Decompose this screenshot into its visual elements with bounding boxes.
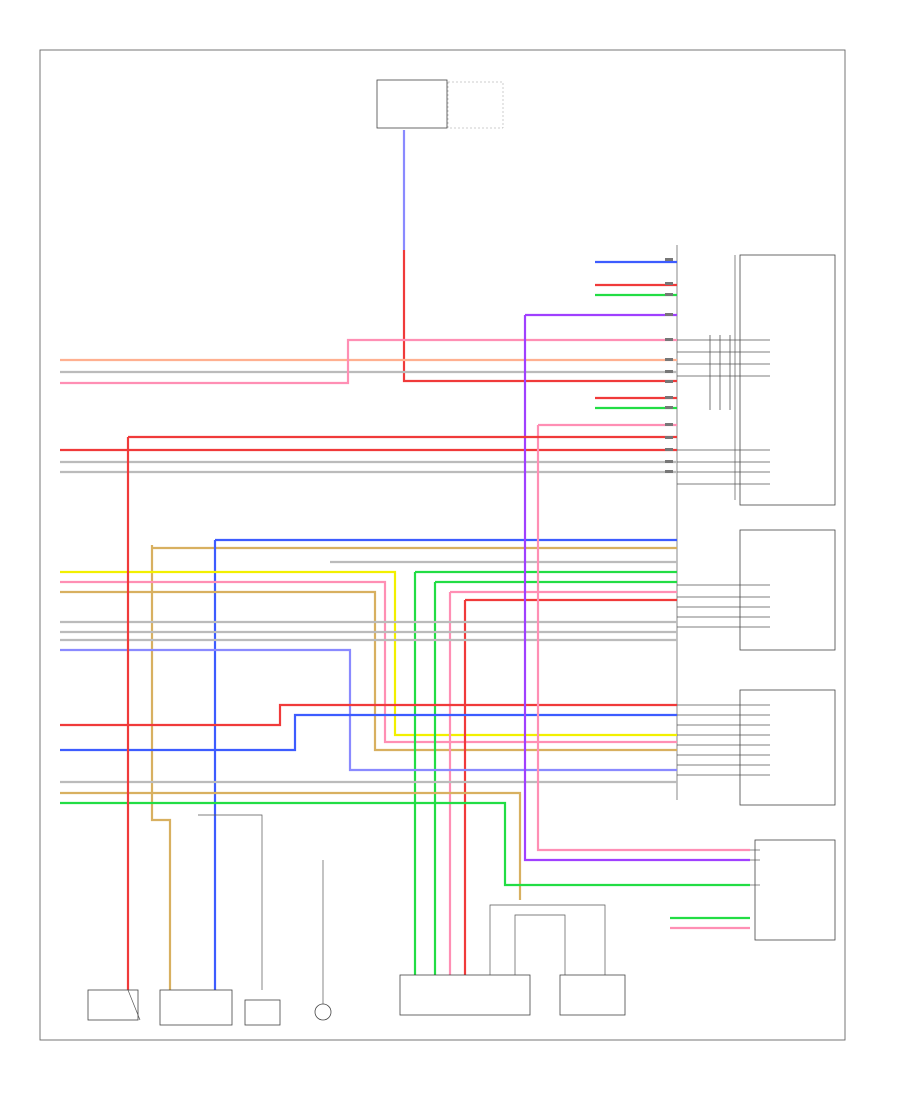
w-vert-violet bbox=[523, 313, 750, 862]
right-connector-c bbox=[739, 689, 836, 806]
right-module bbox=[670, 839, 836, 941]
w-left-pink-1 bbox=[60, 338, 677, 385]
w-vert-tan-left bbox=[150, 545, 172, 1000]
right-connector-b bbox=[739, 529, 836, 651]
connector-pins bbox=[665, 258, 673, 473]
w-left-blue-4 bbox=[60, 648, 677, 772]
w-vert-red-left bbox=[126, 435, 677, 1000]
right-connector-a bbox=[676, 245, 836, 800]
w-left-red-5 bbox=[60, 703, 677, 727]
w-left-yellow bbox=[60, 570, 677, 737]
w-left-blue-5 bbox=[60, 713, 677, 752]
bottom-component-2 bbox=[244, 999, 281, 1026]
w-top-red bbox=[402, 250, 520, 383]
w-left-green bbox=[60, 801, 750, 887]
w-left-brown bbox=[60, 791, 522, 900]
bottom-module-1 bbox=[399, 904, 606, 1016]
connector-a-fanout bbox=[677, 335, 770, 485]
w-left-pink-3 bbox=[60, 580, 677, 744]
w-vert-pink-mid bbox=[448, 590, 677, 990]
bottom-ground-1 bbox=[314, 860, 332, 1021]
bottom-component-1 bbox=[159, 814, 263, 1026]
w-vert-pink bbox=[536, 423, 750, 852]
connector-bc-fanout bbox=[677, 584, 770, 776]
bottom-left-switch bbox=[87, 989, 141, 1021]
w-vert-blue-mid bbox=[213, 538, 677, 990]
bottom-module-2 bbox=[559, 974, 626, 1016]
top-fuse bbox=[376, 79, 504, 129]
diagram-frame bbox=[39, 49, 846, 1041]
